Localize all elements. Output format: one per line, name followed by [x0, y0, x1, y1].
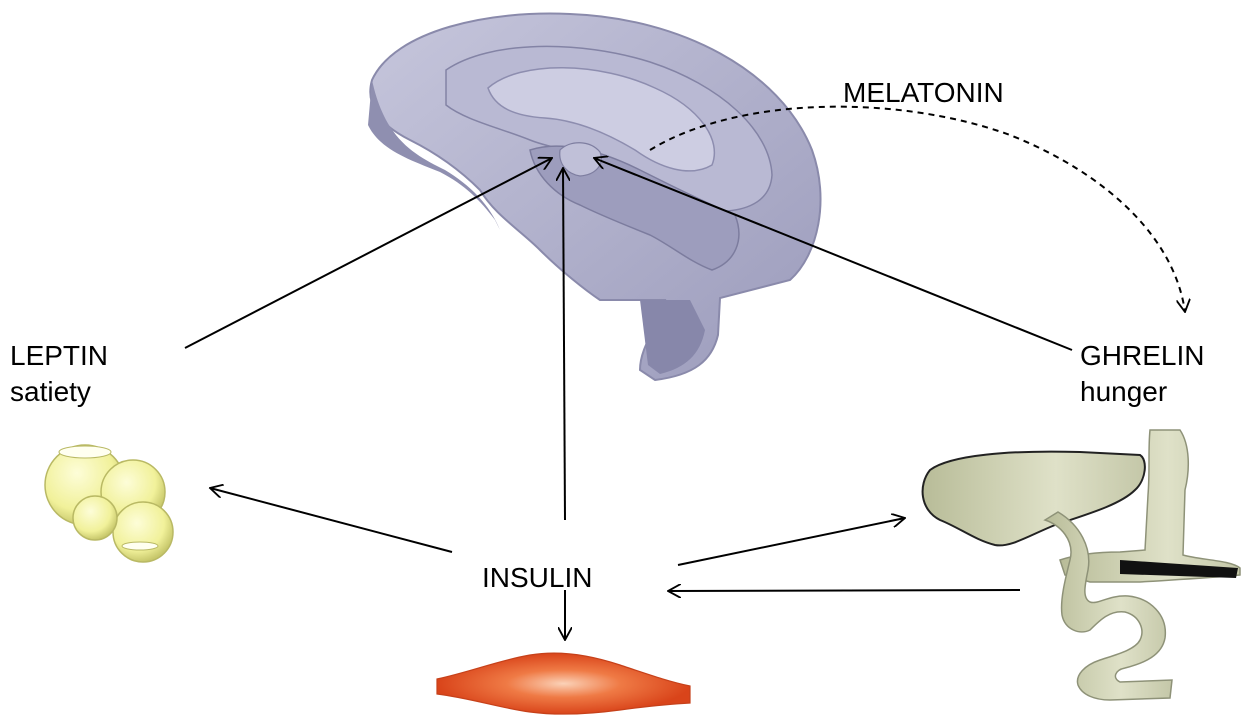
- ghrelin-label: GHRELIN: [1080, 338, 1204, 374]
- leptin-to-brain-arrow: [185, 158, 552, 348]
- melatonin-label: MELATONIN: [843, 75, 1004, 111]
- ghrelin-effect-label: hunger: [1080, 374, 1167, 410]
- insulin-to-gut-arrow: [678, 518, 905, 565]
- muscle-cell-icon: [437, 653, 690, 714]
- brain-hypothalamus-icon: [368, 14, 821, 380]
- insulin-label: INSULIN: [482, 560, 592, 596]
- leptin-label: LEPTIN: [10, 338, 108, 374]
- insulin-to-fat-arrow: [210, 488, 452, 552]
- stomach-intestine-icon: [923, 430, 1240, 700]
- leptin-effect-label: satiety: [10, 374, 91, 410]
- gut-to-insulin-arrow: [668, 590, 1020, 591]
- adipose-cells-icon: [45, 445, 173, 562]
